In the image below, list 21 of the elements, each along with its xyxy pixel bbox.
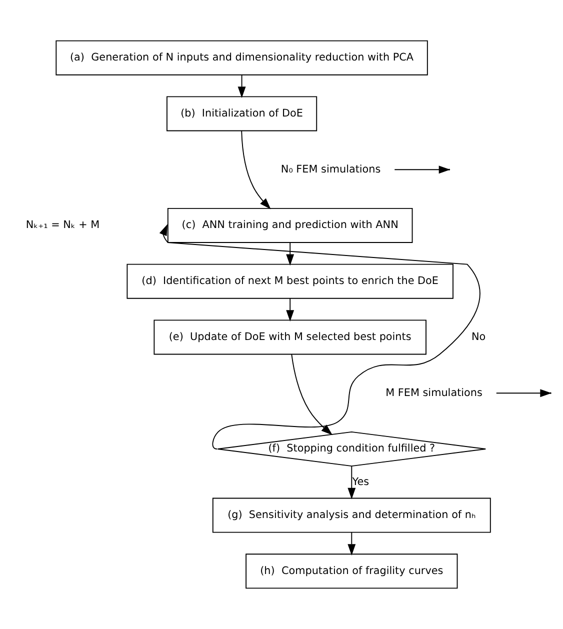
node-diamond: (f) Stopping condition fulfilled ? [217,431,486,467]
node-box: (a) Generation of N inputs and dimensionality reduction with PCA [56,40,428,76]
label: Nₖ₊₁ = Nₖ + M [26,219,100,232]
arrow [348,466,356,500]
node-box: (d) Identification of next M best points to enrich the DoE [126,264,454,299]
arrow [286,298,294,322]
arrow [238,74,246,98]
arrow [291,354,333,436]
edge-label: No [471,330,486,343]
arrow [348,532,356,556]
node-box: (c) ANN training and prediction with ANN [167,208,413,243]
node-box: (h) Computation of fragility curves [246,554,458,589]
node-text: N₀ FEM simulations [280,163,381,176]
arrow [241,130,271,210]
node-box: (b) Initialization of DoE [166,96,318,132]
node-box: (g) Sensitivity analysis and determination of nₕ [212,498,491,533]
node-text: M FEM simulations [386,386,482,399]
edge-label: Yes [352,476,370,488]
arrow [159,224,480,450]
arrow [286,242,294,266]
node-box: (e) Update of DoE with M selected best points [154,320,426,355]
